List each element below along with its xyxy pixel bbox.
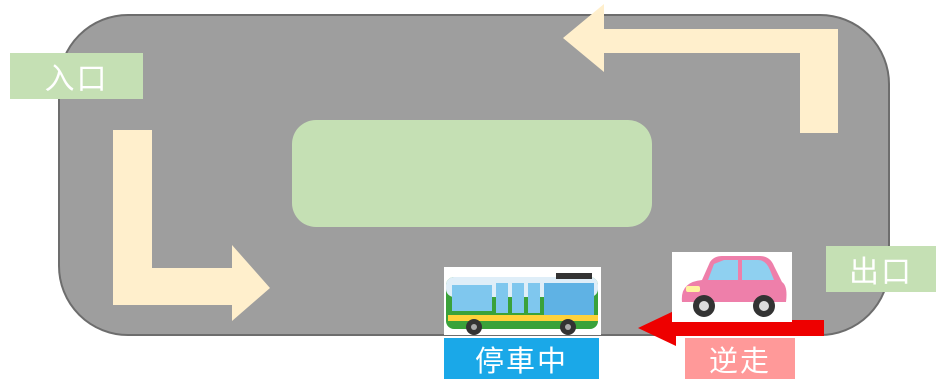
entrance-label: 入口 [10,53,143,99]
exit-label: 出口 [826,246,936,292]
wrong-way-label: 逆走 [685,338,795,379]
bus-status-label: 停車中 [444,338,599,379]
bus-icon [444,267,601,335]
arrow-icon [113,130,270,321]
car-icon [672,252,792,322]
arrow-icon [563,4,838,133]
